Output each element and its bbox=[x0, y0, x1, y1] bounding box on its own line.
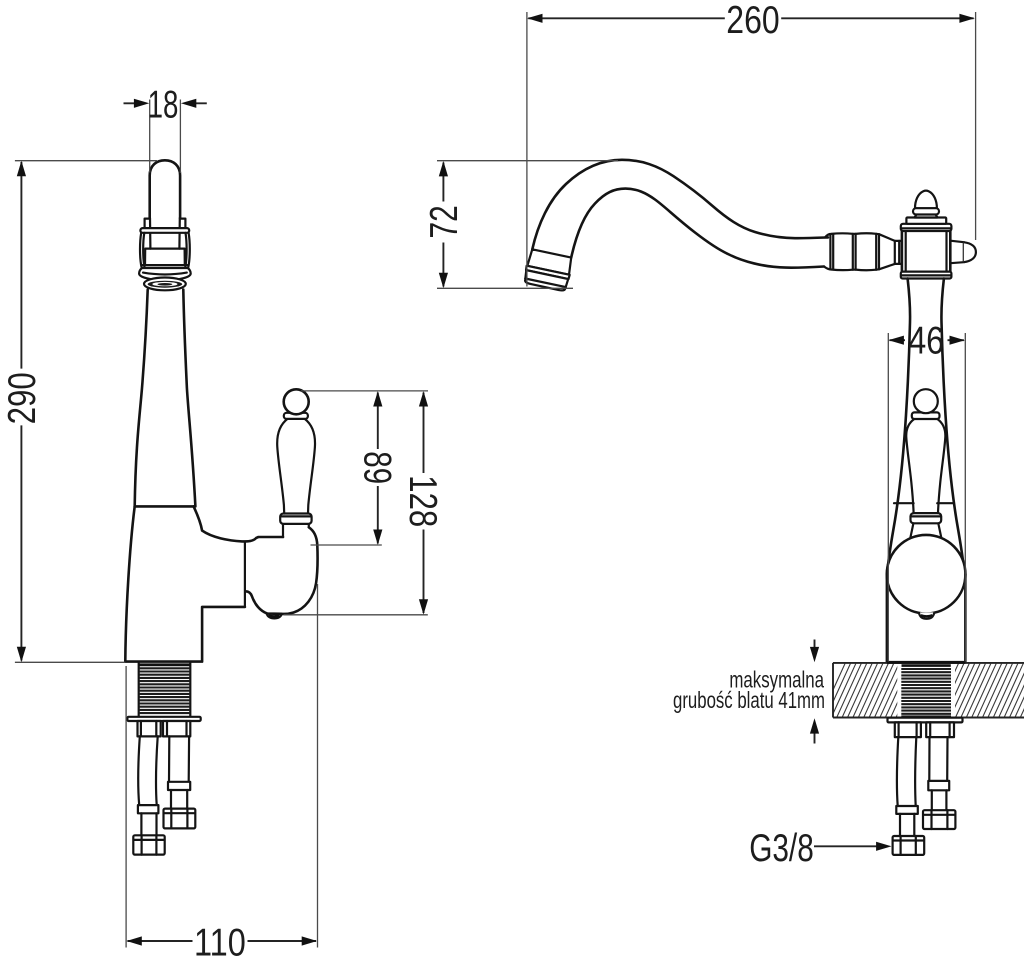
svg-text:46: 46 bbox=[908, 320, 944, 363]
svg-text:18: 18 bbox=[148, 84, 179, 127]
svg-text:89: 89 bbox=[355, 451, 398, 484]
svg-text:290: 290 bbox=[1, 372, 44, 424]
svg-text:maksymalna: maksymalna bbox=[729, 666, 824, 692]
svg-text:128: 128 bbox=[401, 475, 444, 527]
svg-text:110: 110 bbox=[194, 922, 246, 965]
svg-text:grubość blatu 41mm: grubość blatu 41mm bbox=[673, 687, 825, 713]
svg-text:G3/8: G3/8 bbox=[749, 827, 814, 870]
svg-text:72: 72 bbox=[423, 205, 466, 238]
svg-text:260: 260 bbox=[726, 0, 779, 42]
